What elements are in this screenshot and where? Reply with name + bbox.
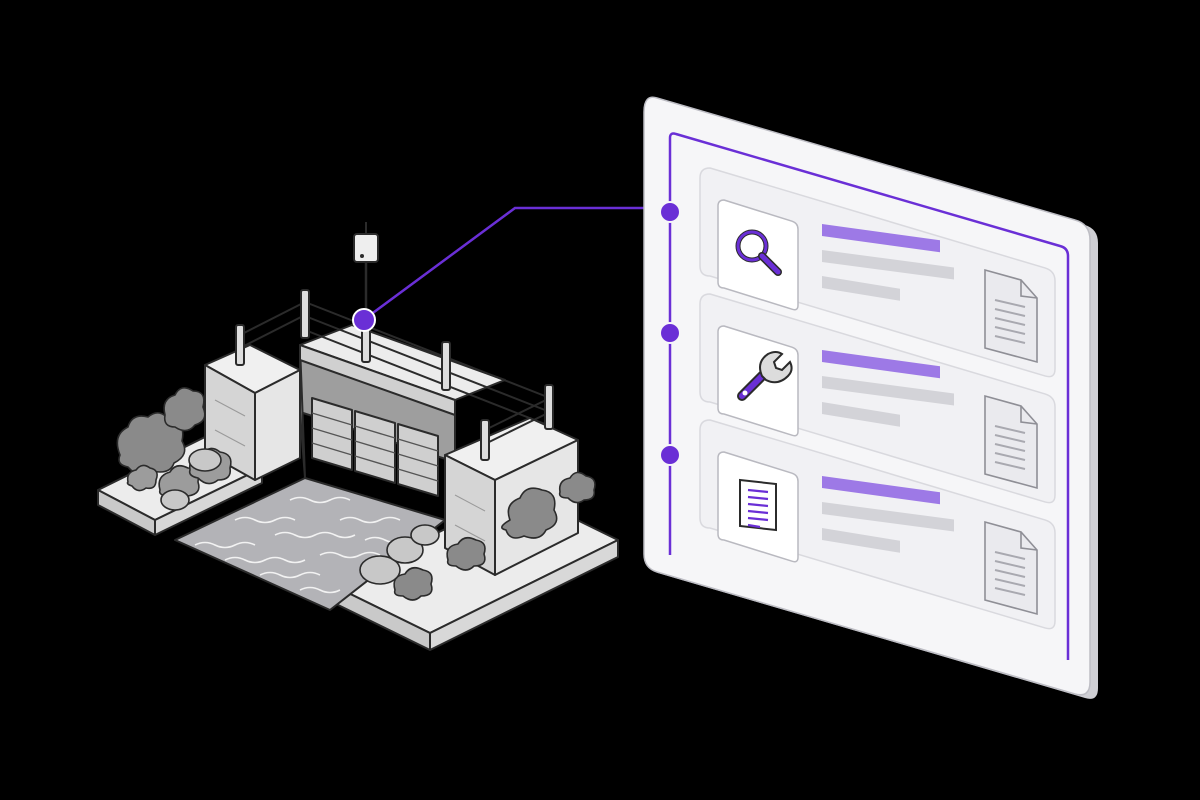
timeline-dot-2 — [659, 322, 681, 344]
doc-line — [994, 578, 1026, 587]
doc-line — [994, 452, 1026, 461]
wrench-icon — [737, 351, 793, 401]
text-bar — [822, 376, 954, 406]
magnifier-handle — [759, 253, 781, 275]
doc-line — [747, 523, 761, 529]
doc-line — [747, 509, 769, 515]
doc-line — [994, 308, 1026, 317]
text-bar-short — [822, 528, 900, 553]
doc-line — [994, 443, 1026, 452]
doc-fold — [1020, 406, 1038, 425]
document-lines-icon — [739, 478, 777, 532]
doc-line — [994, 326, 1026, 335]
title-bar — [822, 476, 940, 505]
shrub-right — [393, 471, 596, 601]
sluice-gate-structure — [97, 222, 619, 651]
title-bar — [822, 350, 940, 379]
doc-line — [747, 495, 769, 501]
panel-card-2 — [699, 293, 1056, 504]
text-bar — [822, 502, 954, 532]
magnifier-icon-tile — [717, 199, 799, 311]
sensor-box-icon — [353, 233, 379, 263]
panel-card-3 — [699, 419, 1056, 630]
magnifier-ring — [736, 230, 768, 262]
rocks — [160, 448, 440, 585]
document-lines-icon-tile — [717, 451, 799, 563]
wrench-hole — [742, 390, 748, 396]
title-bar — [822, 224, 940, 253]
magnifier-icon — [735, 229, 782, 276]
text-bar-short — [822, 276, 900, 301]
doc-line — [994, 425, 1026, 434]
doc-line — [747, 516, 769, 522]
doc-line — [994, 299, 1026, 308]
doc-line — [994, 560, 1026, 569]
wrench-head — [759, 351, 793, 384]
doc-fold — [1020, 280, 1038, 299]
text-bar — [822, 250, 954, 280]
panel-card-1 — [699, 167, 1056, 378]
timeline-dot-1 — [659, 201, 681, 223]
doc-line — [994, 335, 1026, 344]
doc-fold — [1020, 532, 1038, 551]
doc-line — [994, 551, 1026, 560]
shrubs — [116, 387, 596, 601]
doc-line — [747, 488, 769, 494]
document-icon — [984, 520, 1038, 616]
shrub-left-back — [116, 387, 206, 475]
railing-posts — [235, 289, 554, 461]
text-bar-short — [822, 402, 900, 427]
railings — [239, 301, 551, 445]
icon-tile — [717, 199, 799, 311]
panel-accent-border — [668, 132, 1070, 660]
doc-line — [994, 569, 1026, 578]
info-panel — [643, 96, 1098, 699]
connector — [352, 206, 670, 332]
connector-line — [365, 206, 670, 320]
doc-page — [984, 520, 1038, 616]
document-icon — [984, 268, 1038, 364]
doc-line — [994, 434, 1026, 443]
doc-page — [984, 394, 1038, 490]
document-icon — [984, 394, 1038, 490]
doc-line — [994, 587, 1026, 596]
doc-line — [994, 461, 1026, 470]
doc-line — [994, 317, 1026, 326]
timeline-dot-3 — [659, 444, 681, 466]
doc-page — [984, 268, 1038, 364]
wrench-icon-tile — [717, 325, 799, 437]
sluice-gate-panels — [311, 397, 439, 497]
water-ripples — [194, 496, 406, 594]
doc-line — [747, 502, 769, 508]
sensor-node-dot — [352, 308, 376, 332]
sensor-pole — [353, 222, 379, 320]
